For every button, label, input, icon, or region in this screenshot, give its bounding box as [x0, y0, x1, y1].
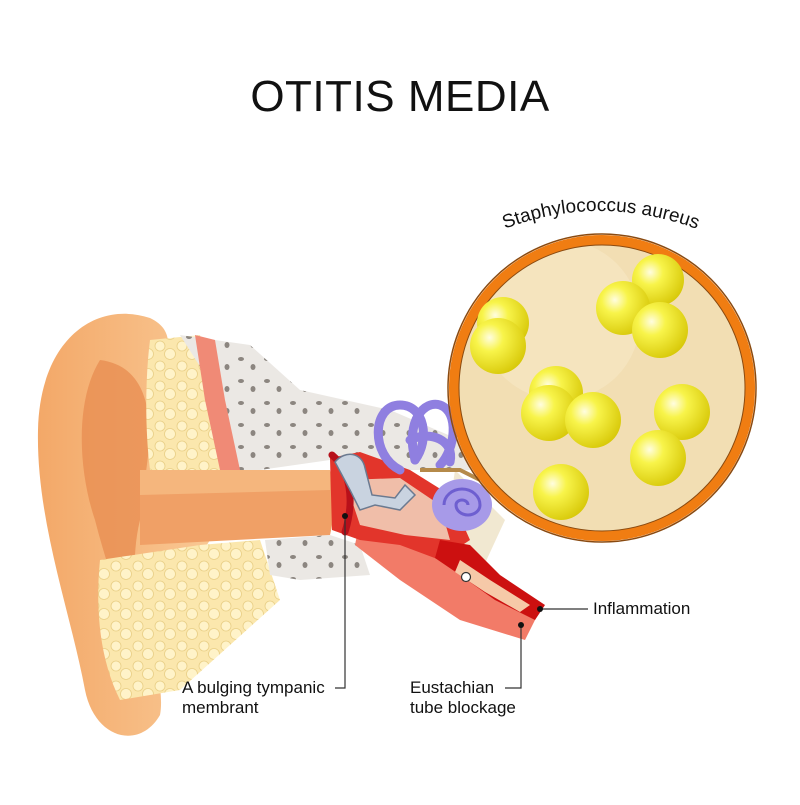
page-title: OTITIS MEDIA [250, 72, 550, 121]
bacterium [654, 384, 710, 440]
bacterium [632, 302, 688, 358]
ear-canal-shade [140, 470, 330, 495]
inflammation-marker [537, 606, 543, 612]
bacteria-cluster [470, 254, 710, 520]
ossicles [334, 453, 417, 511]
muscle-upper [195, 335, 240, 470]
temporal-bone-upper [180, 335, 470, 470]
bacterium [533, 464, 589, 520]
temporal-bone-lower [265, 535, 370, 580]
tympanic-membrane-label: A bulging tympanic membrant [182, 678, 325, 717]
magnifier-lens [447, 233, 757, 543]
eustachian-marker [518, 622, 524, 628]
muscle-lower [355, 520, 540, 640]
bacterium [565, 392, 621, 448]
eustachian-tube-blocked [455, 560, 530, 612]
bacterium [630, 430, 686, 486]
inflammation-label: Inflammation [593, 599, 691, 618]
tympanic-marker [342, 513, 348, 519]
bacterium [470, 318, 526, 374]
cochlea [432, 479, 492, 531]
fat-tissue-lower [98, 540, 281, 700]
auditory-nerve [420, 468, 481, 482]
magnifier-label: Staphylococcus aureus [500, 195, 703, 234]
bacterium [521, 385, 577, 441]
leader-lines [335, 516, 588, 689]
eustachian-tube-label: Eustachian tube blockage [410, 678, 516, 717]
semicircular-canals [373, 399, 458, 475]
